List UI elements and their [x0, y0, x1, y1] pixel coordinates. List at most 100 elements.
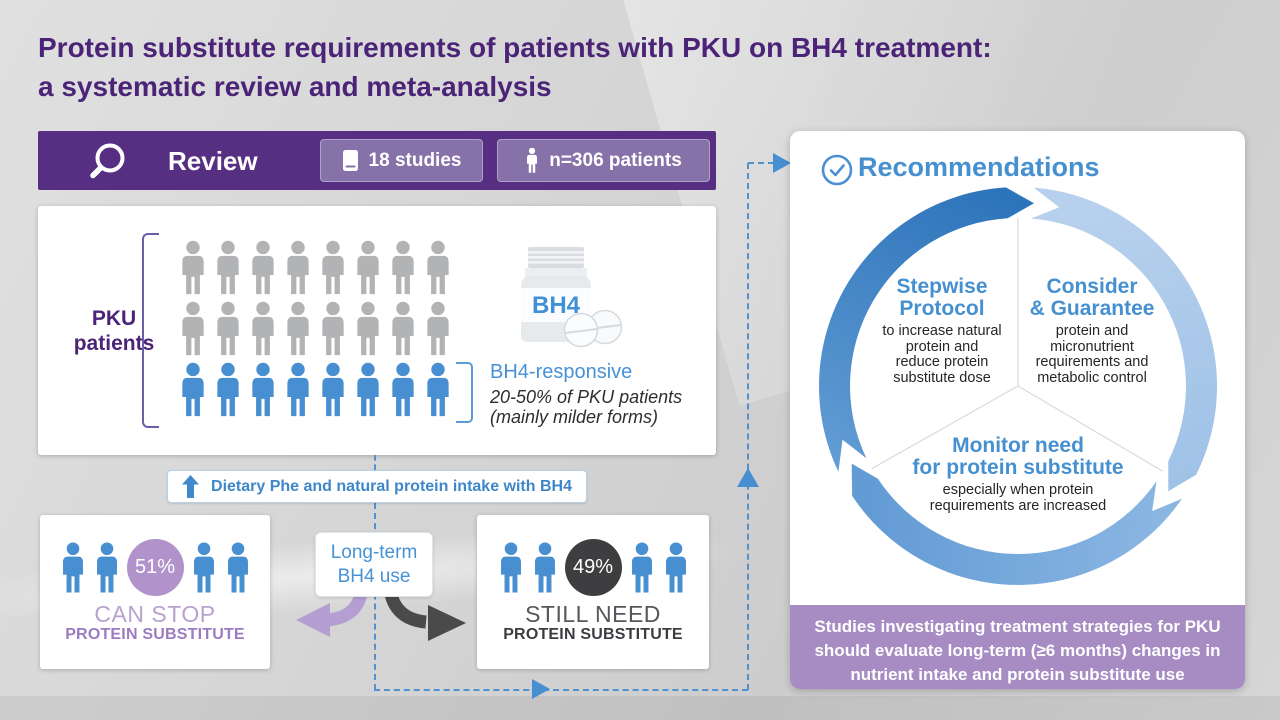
- can-stop-line1: CAN STOP: [94, 601, 216, 627]
- monitor-heading1: Monitor need: [952, 434, 1084, 457]
- person-icon: [248, 240, 278, 296]
- person-icon: [178, 301, 208, 357]
- title-line-2: a systematic review and meta-analysis: [38, 71, 552, 102]
- person-icon: [353, 301, 383, 357]
- bh4-bottle-label: BH4: [532, 292, 581, 319]
- consider-body: protein and micronutrient requirements a…: [1035, 323, 1149, 386]
- curved-arrow-right-head: [428, 605, 466, 641]
- note-line1: Studies investigating treatment strategi…: [814, 617, 1221, 636]
- studies-badge: 18 studies: [320, 139, 483, 182]
- stepwise-body: to increase natural protein and reduce p…: [882, 323, 1002, 386]
- note-line2: should evaluate long-term (≥6 months) ch…: [814, 641, 1221, 660]
- person-icon: [318, 362, 348, 418]
- monitor-heading2: for protein substitute: [912, 456, 1124, 479]
- arrow-right-icon: [773, 153, 791, 173]
- recommendations-title: Recommendations: [858, 152, 1100, 182]
- person-icon: [283, 362, 313, 418]
- studies-badge-label: 18 studies: [368, 149, 462, 171]
- person-icon: [283, 301, 313, 357]
- recommendations-panel: Recommendations Stepwise Protocol to inc…: [790, 131, 1245, 689]
- pku-label-line2: patients: [73, 332, 155, 355]
- can-stop-pictograms: 51%: [40, 539, 270, 596]
- person-icon: [662, 540, 690, 596]
- person-icon: [213, 362, 243, 418]
- pictogram-row: [178, 362, 453, 418]
- note-line2: (mainly milder forms): [490, 406, 659, 427]
- dietary-phe-banner: Dietary Phe and natural protein intake w…: [167, 470, 587, 503]
- person-icon: [178, 240, 208, 296]
- person-icon: [283, 240, 313, 296]
- connector-line: [374, 455, 376, 470]
- person-icon: [213, 240, 243, 296]
- pku-patients-label: PKU patients: [58, 306, 170, 356]
- still-need-card: 49% STILL NEED PROTEIN SUBSTITUTE: [477, 515, 709, 669]
- connector-line: [747, 163, 749, 690]
- can-stop-card: 51% CAN STOP PROTEIN SUBSTITUTE: [40, 515, 270, 669]
- review-label: Review: [168, 146, 258, 176]
- up-arrow-icon: [182, 475, 200, 498]
- person-icon: [497, 540, 525, 596]
- responsive-bracket: [456, 362, 473, 423]
- person-icon: [178, 362, 208, 418]
- person-icon: [388, 362, 418, 418]
- pku-label-line1: PKU: [91, 307, 137, 330]
- stepwise-heading1: Stepwise: [896, 275, 988, 298]
- pictogram-row: [178, 301, 453, 357]
- bh4-bottle-icon: BH4: [521, 247, 623, 348]
- person-icon: [525, 147, 539, 174]
- note-line1: 20-50% of PKU patients: [490, 387, 683, 407]
- monitor-need-block: Monitor need for protein substitute espe…: [896, 435, 1140, 514]
- can-stop-line2: PROTEIN SUBSTITUTE: [65, 626, 245, 643]
- person-icon: [318, 301, 348, 357]
- check-circle-icon: [821, 154, 853, 186]
- connector-line: [374, 689, 748, 691]
- patient-pictogram-grid: [178, 240, 453, 423]
- background-shade: [0, 696, 1280, 720]
- long-term-bh4-box: Long-term BH4 use: [315, 532, 433, 597]
- person-icon: [59, 540, 87, 596]
- person-icon: [318, 240, 348, 296]
- cycle-diagram: [819, 187, 1218, 585]
- person-icon: [224, 540, 252, 596]
- person-icon: [423, 240, 453, 296]
- consider-guarantee-block: Consider & Guarantee protein and micronu…: [1002, 276, 1182, 386]
- still-need-pictograms: 49%: [477, 539, 709, 596]
- consider-heading1: Consider: [1046, 275, 1138, 298]
- group-bracket: [142, 233, 159, 428]
- title-line-1: Protein substitute requirements of patie…: [38, 32, 992, 63]
- long-term-line1: Long-term: [330, 541, 418, 563]
- person-icon: [423, 301, 453, 357]
- percent-badge: 49%: [564, 539, 622, 596]
- person-icon: [353, 240, 383, 296]
- bh4-responsive-note: 20-50% of PKU patients (mainly milder fo…: [490, 387, 683, 427]
- arrow-right-icon: [532, 679, 550, 699]
- arrow-up-icon: [737, 468, 759, 487]
- monitor-body: especially when protein requirements are…: [929, 482, 1107, 514]
- person-icon: [388, 240, 418, 296]
- dietary-phe-text: Dietary Phe and natural protein intake w…: [211, 477, 572, 495]
- person-icon: [93, 540, 121, 596]
- percent-badge: 51%: [126, 539, 184, 596]
- page-title: Protein substitute requirements of patie…: [38, 28, 992, 106]
- patients-badge: n=306 patients: [497, 139, 710, 182]
- person-icon: [213, 301, 243, 357]
- connector-line: [748, 162, 774, 164]
- stepwise-protocol-block: Stepwise Protocol to increase natural pr…: [852, 276, 1032, 386]
- person-icon: [190, 540, 218, 596]
- person-icon: [531, 540, 559, 596]
- note-line3: nutrient intake and protein substitute u…: [850, 665, 1185, 684]
- still-need-line2: PROTEIN SUBSTITUTE: [503, 626, 683, 643]
- book-icon: [342, 150, 358, 171]
- bh4-responsive-label: BH4-responsive: [490, 361, 633, 383]
- person-icon: [248, 362, 278, 418]
- consider-heading2: & Guarantee: [1029, 297, 1155, 320]
- person-icon: [423, 362, 453, 418]
- recommendations-note: Studies investigating treatment strategi…: [790, 605, 1245, 689]
- patients-badge-label: n=306 patients: [549, 149, 682, 171]
- person-icon: [628, 540, 656, 596]
- still-need-line1: STILL NEED: [525, 601, 661, 627]
- stepwise-heading2: Protocol: [899, 297, 985, 320]
- long-term-line2: BH4 use: [337, 565, 411, 587]
- magnifier-icon: [90, 143, 125, 179]
